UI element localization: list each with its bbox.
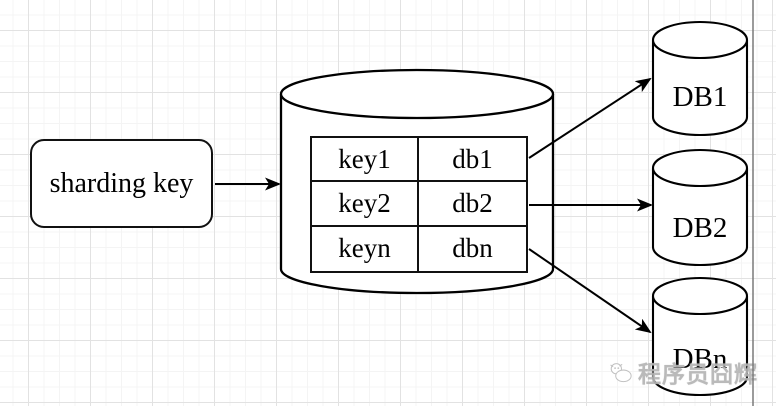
arrow-to-dbn [528,248,652,334]
right-edge-line [752,0,754,406]
db1-cylinder [651,20,749,137]
dbn-label: DBn [672,343,728,375]
dbn-cylinder [651,276,749,397]
sharding-key-box: sharding key [30,139,213,228]
table-cell-key: keyn [312,226,419,271]
db2-cylinder [651,148,749,267]
db1-label: DB1 [672,81,728,113]
table-cell-key: key2 [312,182,419,227]
table-cell-db: db1 [419,138,526,183]
table-cell-key: key1 [312,138,419,183]
mapping-table: key1 db1 key2 db2 keyn dbn [310,136,528,273]
db2-label: DB2 [672,212,728,244]
arrow-to-db1 [528,77,652,159]
table-cell-db: dbn [452,233,493,264]
table-cell-db: db2 [419,182,526,227]
sharding-key-label: sharding key [49,167,194,199]
